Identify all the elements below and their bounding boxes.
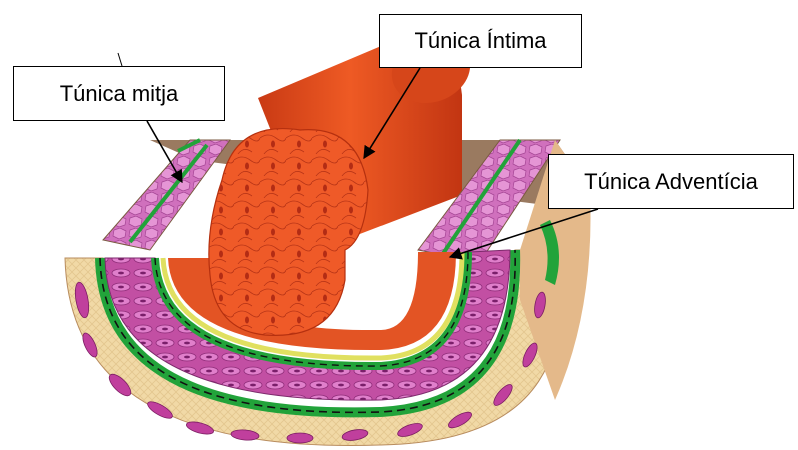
label-tunica-adventicia: Túnica Adventícia — [548, 154, 794, 209]
label-tunica-mitja-text: Túnica mitja — [60, 83, 179, 105]
intima-bulge — [209, 129, 368, 336]
label-tunica-mitja: Túnica mitja — [13, 66, 225, 121]
label-tunica-adventicia-text: Túnica Adventícia — [584, 171, 758, 193]
label-tunica-intima: Túnica Íntima — [379, 14, 582, 68]
label-tunica-intima-text: Túnica Íntima — [414, 30, 546, 52]
